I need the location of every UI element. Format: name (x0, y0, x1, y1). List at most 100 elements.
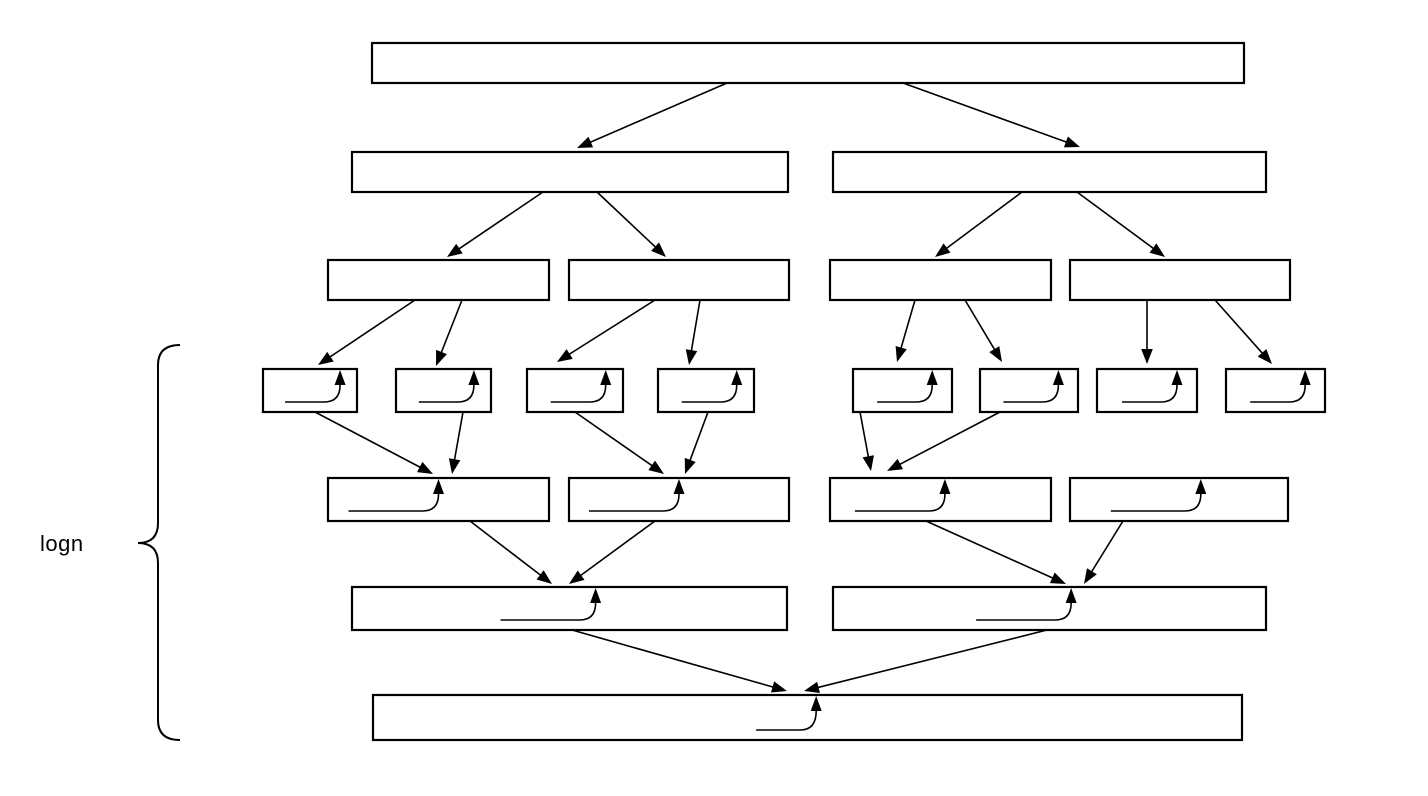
arrow-line-1 (902, 82, 1070, 145)
merge-arrow-merged-n4-2 (589, 493, 680, 512)
arrow-line-17 (688, 411, 709, 464)
merge-arrow-array-n8-5 (877, 384, 933, 403)
arrow-head-16 (648, 460, 664, 474)
arrow-line-2 (455, 191, 544, 252)
merge-arrow-merged-n4-4 (1110, 493, 1202, 512)
box-array-n8-4 (656, 367, 756, 414)
arrow-head-7 (436, 349, 447, 366)
arrow-head-19 (887, 458, 903, 471)
arrow-line-18 (859, 411, 870, 461)
arrow-line-4 (943, 191, 1023, 252)
merge-arrow-merged-n2-left (500, 602, 597, 621)
box-merged-n2-left (350, 585, 789, 632)
box-merged-n4-4 (1068, 476, 1290, 523)
merge-arrow-head-merged-n4-3 (939, 479, 951, 494)
merge-arrow-head-merged-n (810, 696, 822, 711)
arrow-line-21 (577, 520, 656, 579)
box-array-n4-3 (828, 258, 1053, 302)
box-array-n4-2 (567, 258, 791, 302)
box-merged-n4-3 (828, 476, 1053, 523)
arrow-head-5 (1149, 243, 1165, 257)
merge-arrow-head-array-n8-2 (468, 370, 480, 385)
box-array-n2-left (350, 150, 790, 194)
arrow-line-13 (1214, 299, 1266, 357)
arrow-head-14 (417, 461, 433, 474)
box-array-n (370, 41, 1246, 85)
arrow-head-8 (557, 349, 573, 362)
merge-arrow-head-merged-n4-4 (1195, 479, 1207, 494)
arrow-head-1 (1063, 136, 1080, 148)
arrow-head-17 (684, 457, 696, 474)
arrow-head-15 (448, 458, 461, 474)
arrow-head-4 (935, 243, 951, 257)
merge-arrow-head-array-n8-4 (731, 370, 743, 385)
arrow-line-10 (899, 299, 916, 352)
arrow-head-11 (989, 346, 1002, 362)
arrow-line-7 (439, 299, 463, 357)
arrow-head-10 (895, 345, 907, 362)
merge-arrow-head-merged-n4-1 (433, 479, 444, 494)
merge-arrow-array-n8-4 (681, 384, 738, 403)
arrow-head-18 (862, 455, 874, 471)
arrow-line-0 (586, 82, 728, 145)
arrow-head-25 (804, 681, 820, 693)
box-array-n8-8 (1224, 367, 1327, 414)
merge-arrow-head-array-n8-7 (1171, 370, 1183, 385)
arrow-head-22 (1049, 572, 1066, 584)
arrow-head-2 (447, 243, 463, 257)
arrow-head-3 (651, 242, 666, 257)
arrow-head-0 (577, 136, 594, 148)
arrow-head-6 (318, 351, 334, 365)
merge-arrow-head-array-n8-6 (1052, 370, 1064, 385)
merge-arrow-merged-n2-right (976, 602, 1072, 621)
arrow-line-20 (469, 520, 544, 578)
arrow-head-21 (569, 570, 585, 584)
arrow-head-20 (536, 570, 552, 584)
arrow-line-3 (596, 191, 659, 251)
arrow-line-6 (326, 299, 416, 360)
arrow-line-22 (925, 520, 1057, 581)
arrow-head-23 (1084, 568, 1097, 584)
arrow-line-23 (1089, 520, 1124, 576)
merge-arrow-head-merged-n4-2 (673, 479, 685, 494)
merge-arrow-array-n8-8 (1250, 384, 1306, 403)
merge-arrow-merged-n4-1 (348, 493, 440, 512)
arrow-line-5 (1076, 191, 1157, 252)
box-merged-n2-right (831, 585, 1268, 632)
box-array-n8-2 (394, 367, 493, 414)
box-merged-n (371, 693, 1244, 742)
box-array-n2-right (831, 150, 1268, 194)
logn-label: logn (40, 531, 84, 556)
merge-arrow-head-merged-n2-left (590, 588, 602, 603)
arrow-line-19 (896, 411, 1001, 467)
merge-arrow-head-array-n8-3 (600, 370, 612, 385)
merge-arrow-array-n8-1 (285, 384, 341, 403)
logn-brace (137, 344, 181, 741)
merge-arrow-array-n8-3 (550, 384, 607, 403)
arrow-line-24 (571, 629, 777, 689)
box-array-n8-7 (1095, 367, 1199, 414)
merge-arrow-head-array-n8-8 (1299, 370, 1311, 385)
box-array-n4-1 (326, 258, 551, 302)
arrow-line-11 (964, 299, 998, 353)
merge-arrow-head-array-n8-1 (334, 370, 346, 385)
box-array-n8-1 (261, 367, 359, 414)
arrow-head-24 (770, 681, 787, 693)
arrow-head-9 (685, 349, 698, 365)
arrow-line-16 (574, 411, 656, 469)
arrow-line-15 (453, 411, 464, 464)
merge-arrow-merged-n4-3 (854, 493, 946, 512)
merge-arrow-array-n8-2 (418, 384, 475, 403)
box-array-n4-4 (1068, 258, 1292, 302)
arrow-head-13 (1257, 348, 1272, 364)
arrow-line-8 (565, 299, 656, 357)
arrow-head-12 (1141, 349, 1153, 364)
box-array-n8-3 (525, 367, 625, 414)
merge-arrow-head-merged-n2-right (1065, 588, 1077, 603)
box-array-n8-6 (978, 367, 1080, 414)
arrow-line-25 (814, 629, 1048, 690)
arrow-line-9 (690, 299, 701, 355)
merge-arrow-array-n8-7 (1122, 384, 1178, 403)
